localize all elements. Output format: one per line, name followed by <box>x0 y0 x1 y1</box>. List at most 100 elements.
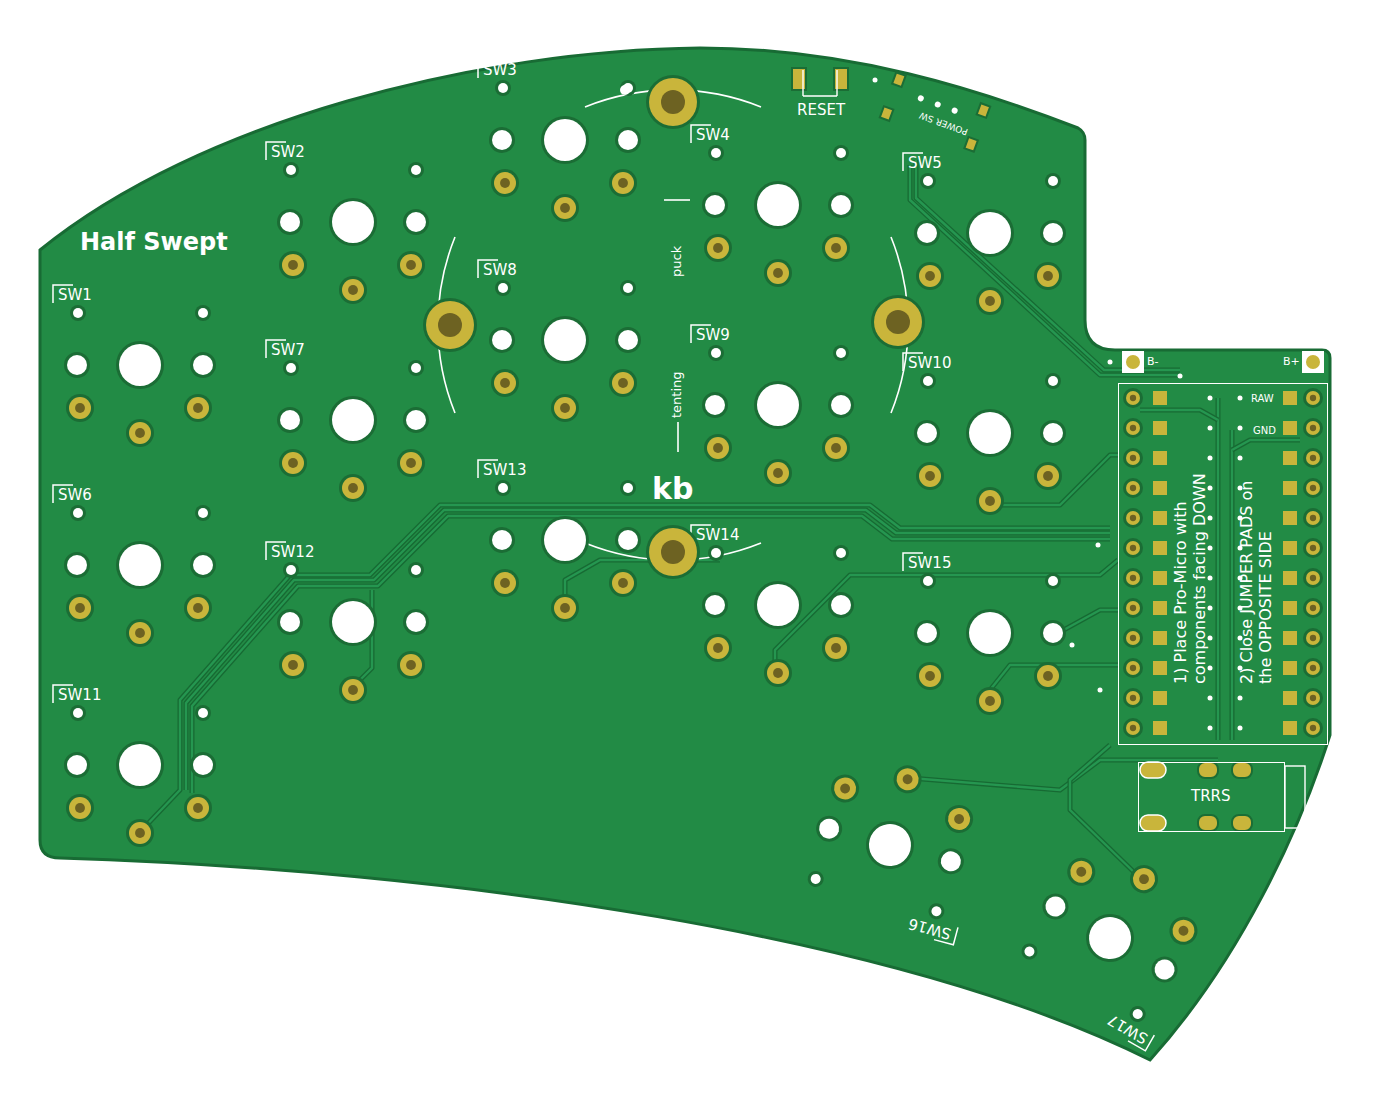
hole-ring <box>828 392 854 418</box>
hole-ring <box>541 116 589 164</box>
drill-hole <box>193 555 213 575</box>
hole-ring <box>920 173 936 189</box>
via <box>1096 543 1101 548</box>
pad-drill <box>135 628 145 638</box>
pad-ring <box>1123 688 1143 708</box>
copper-trace <box>910 165 1180 375</box>
plated-pad <box>612 372 634 394</box>
hole-ring <box>966 609 1014 657</box>
switch-pad <box>964 137 978 152</box>
pad-ring <box>704 434 732 462</box>
drill-hole <box>411 165 421 175</box>
pad-ring <box>1034 662 1062 690</box>
drill-hole <box>917 223 937 243</box>
jumper-pad <box>1153 421 1167 435</box>
pad-ring <box>1303 598 1323 618</box>
hole-ring <box>833 345 849 361</box>
plated-pad <box>554 197 576 219</box>
pad-drill <box>618 178 628 188</box>
pad-ring <box>1123 478 1143 498</box>
mount-ring <box>871 295 925 349</box>
mount-hole <box>649 78 697 126</box>
pad-ring <box>1123 628 1143 648</box>
pad-drill <box>1130 515 1136 521</box>
drill-hole <box>73 708 83 718</box>
plated-pad <box>832 775 859 802</box>
drill-hole <box>492 130 512 150</box>
pad-ring <box>976 487 1004 515</box>
silk-dot <box>620 85 630 95</box>
pad-ring <box>764 259 792 287</box>
pad-ring <box>126 419 154 447</box>
hole-ring <box>920 573 936 589</box>
pad-ring <box>764 459 792 487</box>
pad-drill <box>925 471 935 481</box>
drill-hole <box>1043 223 1063 243</box>
via <box>1238 396 1243 401</box>
pad-drill <box>348 685 358 695</box>
plated-pad <box>1126 391 1140 405</box>
jumper-pad <box>1283 541 1297 555</box>
hole-ring <box>116 341 164 389</box>
pad-drill <box>1130 635 1136 641</box>
pad-drill <box>773 668 783 678</box>
pad-ring <box>976 287 1004 315</box>
drill-hole <box>73 308 83 318</box>
hole-ring <box>329 198 377 246</box>
drill-hole <box>198 508 208 518</box>
pad-ring <box>1062 853 1100 891</box>
pad-drill <box>773 268 783 278</box>
pad-drill <box>406 660 416 670</box>
pad-ring <box>397 251 425 279</box>
pad-drill <box>1130 695 1136 701</box>
pad-drill <box>1130 395 1136 401</box>
pad-ring <box>1303 448 1323 468</box>
plated-pad <box>946 806 973 833</box>
drill-hole <box>831 195 851 215</box>
switch-label: SW5 <box>908 156 942 171</box>
plated-pad <box>1126 451 1140 465</box>
drill-hole <box>280 212 300 232</box>
switch-footprint <box>478 60 641 222</box>
pad-ring <box>704 634 732 662</box>
hole-ring <box>828 192 854 218</box>
switch-hole <box>917 94 925 102</box>
pad-drill <box>1310 725 1316 731</box>
hole-ring <box>70 305 86 321</box>
switch-pad <box>880 106 894 121</box>
plated-pad <box>979 490 1001 512</box>
connector-label: TRRS <box>1191 789 1231 804</box>
drill-hole <box>711 148 721 158</box>
battery-pad <box>1302 351 1324 373</box>
drill-hole <box>939 849 963 873</box>
pad-ring <box>916 462 944 490</box>
pad-ring <box>339 276 367 304</box>
via <box>1070 643 1075 648</box>
drill-hole <box>498 483 508 493</box>
drill-hole <box>1023 945 1037 959</box>
pad-ring <box>397 651 425 679</box>
plated-pad <box>825 437 847 459</box>
pad-ring <box>551 194 579 222</box>
via <box>1178 374 1183 379</box>
drill-hole <box>923 176 933 186</box>
pad-ring <box>339 474 367 502</box>
trace-edge <box>916 160 1180 370</box>
plated-pad <box>554 397 576 419</box>
plated-pad <box>1306 661 1320 675</box>
jumper-pad <box>1153 451 1167 465</box>
pad-ring <box>828 771 862 805</box>
hole-ring <box>190 552 216 578</box>
pin-label: RAW <box>1251 394 1274 404</box>
trrs-pad <box>1232 762 1252 778</box>
switch-label: SW15 <box>908 556 951 571</box>
pad-ring <box>609 169 637 197</box>
trrs-pad <box>1198 815 1218 831</box>
pad-ring <box>1303 568 1323 588</box>
pad-ring <box>1034 262 1062 290</box>
pad-ring <box>491 569 519 597</box>
pad-ring <box>126 619 154 647</box>
plated-pad <box>707 437 729 459</box>
hole-ring <box>495 480 511 496</box>
pad-ring <box>491 169 519 197</box>
